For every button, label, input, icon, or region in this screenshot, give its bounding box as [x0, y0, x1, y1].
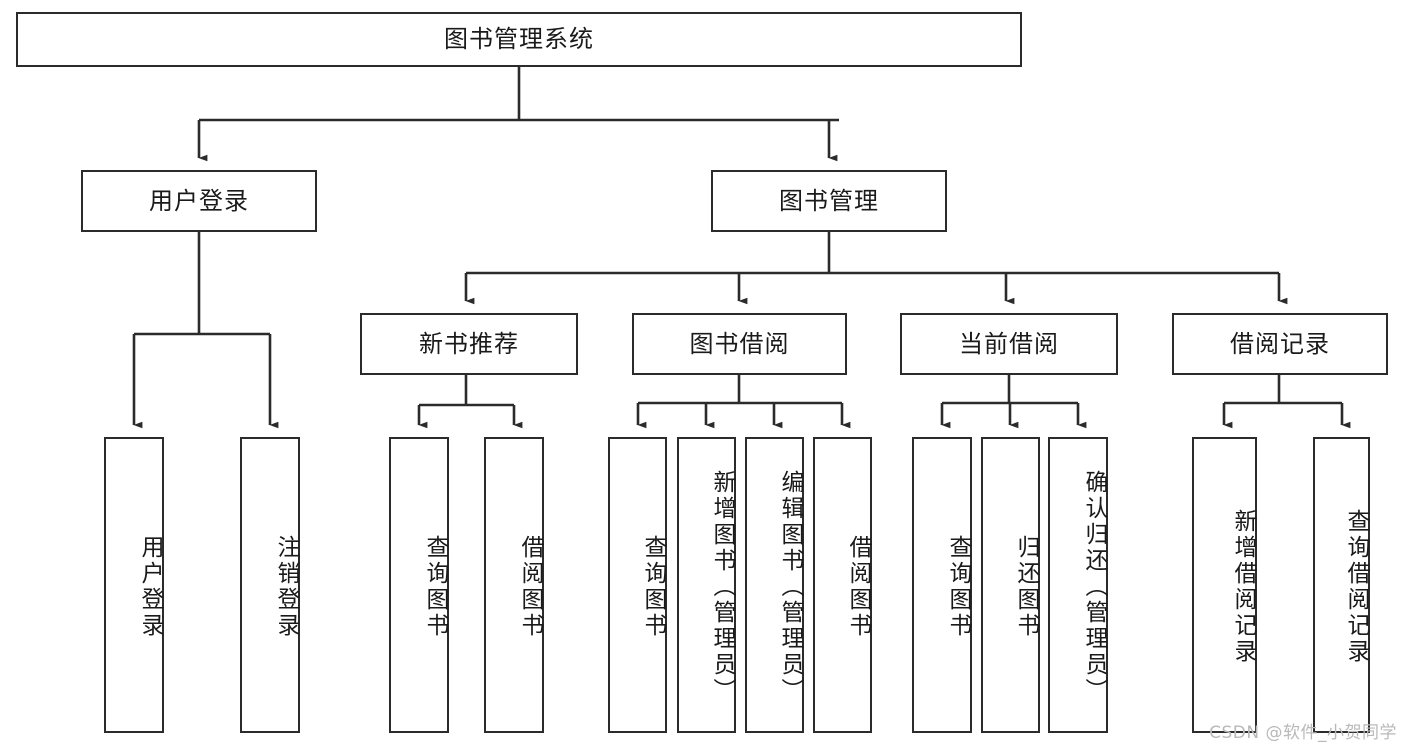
- node-leaf-add-book[interactable]: 新增图书（管理员）: [677, 437, 736, 733]
- node-book-manage-label: 图书管理: [779, 186, 879, 215]
- node-leaf-query-book-rec[interactable]: 查询图书: [389, 437, 449, 733]
- node-new-book-rec-label: 新书推荐: [419, 329, 519, 358]
- node-current-borrow-label: 当前借阅: [959, 329, 1059, 358]
- node-borrow-record[interactable]: 借阅记录: [1172, 313, 1388, 375]
- node-leaf-query-record-label: 查询借阅记录: [1343, 509, 1369, 665]
- node-leaf-borrow-book[interactable]: 借阅图书: [813, 437, 872, 733]
- node-user-login-label: 用户登录: [149, 186, 249, 215]
- node-leaf-query-book-borrow-label: 查询图书: [640, 535, 666, 639]
- node-leaf-confirm-return[interactable]: 确认归还（管理员）: [1048, 437, 1108, 733]
- watermark-text: CSDN @软件_小贺同学: [1209, 723, 1397, 743]
- node-leaf-return-book-label: 归还图书: [1013, 535, 1039, 639]
- node-leaf-edit-book-label: 编辑图书（管理员）: [777, 470, 803, 704]
- node-leaf-user-logout[interactable]: 注销登录: [240, 437, 300, 733]
- node-root[interactable]: 图书管理系统: [16, 12, 1022, 67]
- node-leaf-query-record[interactable]: 查询借阅记录: [1313, 437, 1370, 733]
- node-root-label: 图书管理系统: [444, 25, 594, 54]
- node-leaf-borrow-book-rec-label: 借阅图书: [517, 535, 543, 639]
- node-current-borrow[interactable]: 当前借阅: [900, 313, 1118, 375]
- node-leaf-query-book-cur-label: 查询图书: [945, 535, 971, 639]
- node-user-login[interactable]: 用户登录: [81, 170, 317, 232]
- node-book-manage[interactable]: 图书管理: [711, 170, 947, 232]
- node-leaf-query-book-rec-label: 查询图书: [422, 535, 448, 639]
- node-borrow-record-label: 借阅记录: [1230, 329, 1330, 358]
- node-leaf-query-book-borrow[interactable]: 查询图书: [608, 437, 667, 733]
- node-leaf-user-login-label: 用户登录: [137, 535, 163, 639]
- node-leaf-add-book-label: 新增图书（管理员）: [709, 470, 735, 704]
- node-leaf-add-record[interactable]: 新增借阅记录: [1192, 437, 1257, 733]
- node-leaf-user-login[interactable]: 用户登录: [104, 437, 164, 733]
- node-leaf-confirm-return-label: 确认归还（管理员）: [1081, 470, 1107, 704]
- node-book-borrow-label: 图书借阅: [689, 329, 790, 358]
- node-leaf-query-book-cur[interactable]: 查询图书: [912, 437, 972, 733]
- node-leaf-borrow-book-rec[interactable]: 借阅图书: [484, 437, 544, 733]
- node-leaf-user-logout-label: 注销登录: [273, 535, 299, 639]
- node-book-borrow[interactable]: 图书借阅: [632, 313, 847, 375]
- node-leaf-edit-book[interactable]: 编辑图书（管理员）: [745, 437, 804, 733]
- node-new-book-rec[interactable]: 新书推荐: [360, 313, 578, 375]
- node-leaf-return-book[interactable]: 归还图书: [981, 437, 1040, 733]
- node-leaf-add-record-label: 新增借阅记录: [1230, 509, 1256, 665]
- node-leaf-borrow-book-label: 借阅图书: [845, 535, 871, 639]
